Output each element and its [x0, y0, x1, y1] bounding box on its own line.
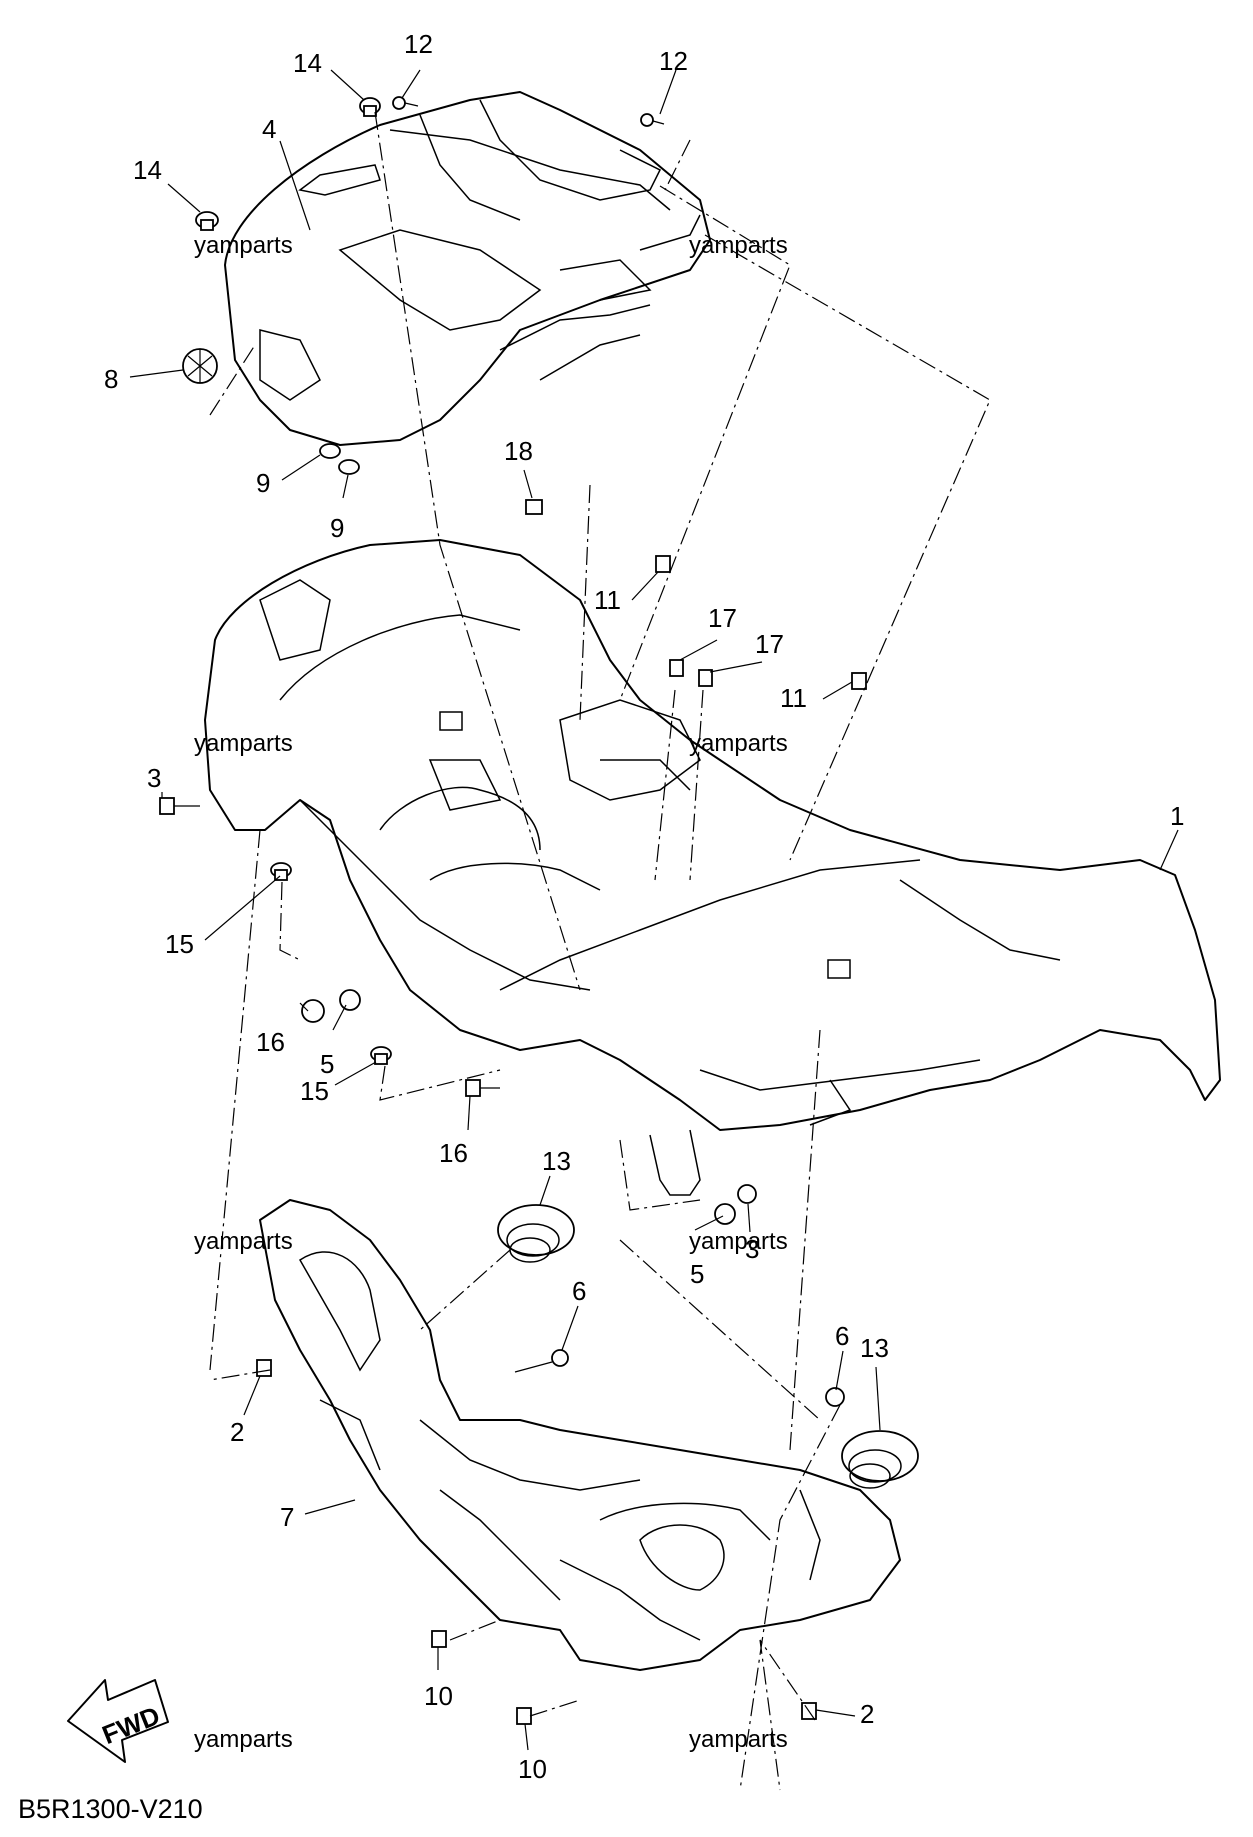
callout-6: 6 — [572, 1276, 586, 1306]
callout-4: 4 — [262, 114, 276, 144]
callout-14: 14 — [133, 155, 162, 185]
watermark: yamparts — [689, 1726, 788, 1753]
nut-18 — [525, 499, 543, 515]
fwd-arrow-icon: FWD — [67, 1679, 169, 1763]
grommet-15a — [270, 862, 292, 881]
hardware — [159, 96, 919, 1725]
watermark: yamparts — [689, 232, 788, 259]
callout-2: 2 — [860, 1699, 874, 1729]
callout-15: 15 — [300, 1076, 329, 1106]
front-fender-part — [204, 539, 1221, 1196]
callout-1: 1 — [1170, 801, 1184, 831]
bolt-3-right — [737, 1184, 757, 1204]
grommet-14-top — [359, 97, 381, 117]
leader-lines — [129, 69, 1179, 1791]
clip-2a — [256, 1359, 272, 1377]
grommet-14-left — [195, 211, 219, 231]
callout-13: 13 — [860, 1333, 889, 1363]
collar-16b — [465, 1079, 500, 1097]
callout-6: 6 — [835, 1321, 849, 1351]
upper-panel-part — [224, 91, 711, 446]
diagram-code: B5R1300-V210 — [18, 1794, 203, 1824]
callout-11: 11 — [780, 683, 807, 713]
screw-12-right — [640, 113, 665, 127]
washer-9b — [338, 459, 360, 475]
callout-16: 16 — [256, 1027, 285, 1057]
washer-9a — [319, 443, 341, 459]
bolt-10b — [516, 1707, 532, 1725]
callout-5: 5 — [690, 1259, 704, 1289]
watermark: yamparts — [194, 1228, 293, 1255]
screw-12-left — [392, 96, 419, 110]
callout-3: 3 — [745, 1234, 759, 1264]
watermark: yamparts — [689, 1228, 788, 1255]
clip-11b — [851, 672, 867, 690]
callout-10: 10 — [424, 1681, 453, 1711]
bolt-5b — [714, 1203, 736, 1225]
callout-8: 8 — [104, 364, 118, 394]
callout-16: 16 — [439, 1138, 468, 1168]
nut-17a — [669, 659, 684, 677]
callout-18: 18 — [504, 436, 533, 466]
callout-13: 13 — [542, 1146, 571, 1176]
grommet-15b — [370, 1046, 392, 1065]
screw-6a — [514, 1349, 569, 1373]
callout-9: 9 — [330, 513, 344, 543]
watermark: yamparts — [194, 730, 293, 757]
callout-3: 3 — [147, 763, 161, 793]
callout-17: 17 — [708, 603, 737, 633]
callout-2: 2 — [230, 1417, 244, 1447]
callout-12: 12 — [659, 46, 688, 76]
callout-9: 9 — [256, 468, 270, 498]
callout-17: 17 — [755, 629, 784, 659]
clip-11a — [655, 555, 671, 573]
cap-8 — [182, 348, 218, 384]
screw-6b — [825, 1387, 845, 1407]
grommet-13b — [841, 1430, 919, 1489]
watermarks: yamparts yamparts yamparts yamparts yamp… — [194, 232, 788, 1753]
callout-7: 7 — [280, 1502, 294, 1532]
callout-5: 5 — [320, 1049, 334, 1079]
front-guard-part — [259, 1199, 901, 1671]
callout-10: 10 — [518, 1754, 547, 1784]
callout-11: 11 — [594, 585, 621, 615]
bolt-10a — [431, 1630, 447, 1648]
grommet-13a — [497, 1204, 575, 1263]
watermark: yamparts — [689, 730, 788, 757]
callout-14: 14 — [293, 48, 322, 78]
bolt-3-left — [159, 797, 200, 815]
callout-15: 15 — [165, 929, 194, 959]
watermark: yamparts — [194, 232, 293, 259]
nut-17b — [698, 669, 713, 687]
watermark: yamparts — [194, 1726, 293, 1753]
callout-12: 12 — [404, 29, 433, 59]
bolt-5a — [339, 989, 361, 1011]
collar-16a — [301, 999, 325, 1023]
callouts: 1 2 2 3 3 4 5 5 6 6 7 8 9 9 10 10 11 11 … — [104, 29, 1184, 1784]
